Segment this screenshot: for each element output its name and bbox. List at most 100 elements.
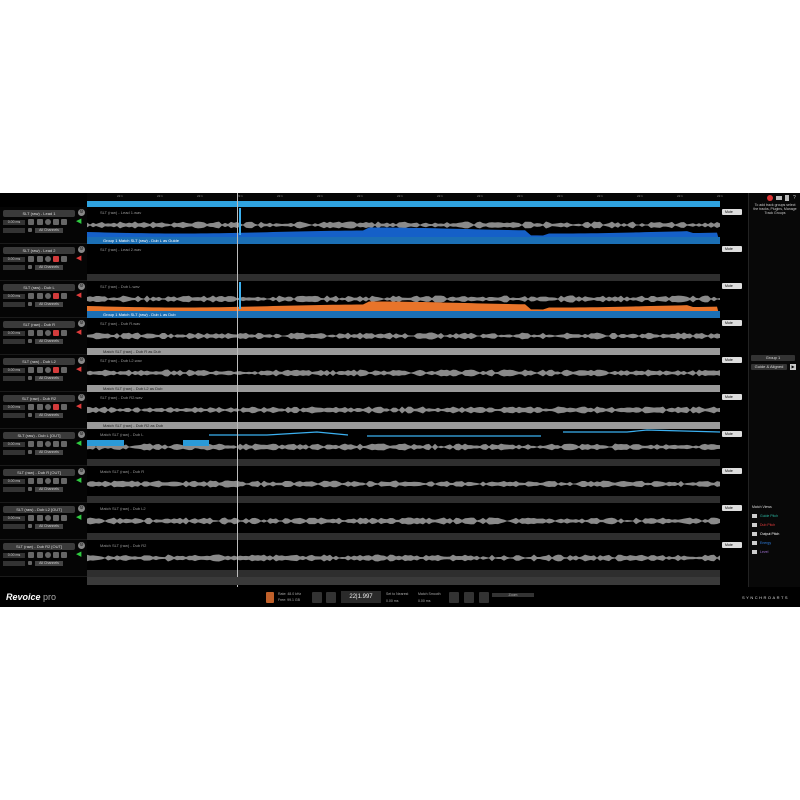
channels-dropdown[interactable]: All Channels (35, 413, 63, 418)
solo-button[interactable] (61, 293, 67, 299)
solo-button[interactable] (61, 404, 67, 410)
track-name[interactable]: SLT (raw) - Dub R2 [OUT] (3, 543, 75, 550)
group-bar[interactable]: Match SLT (raw) - Dub R2 as Dub (87, 422, 720, 429)
channels-dropdown[interactable]: All Channels (35, 339, 63, 344)
input-monitor-button[interactable] (45, 367, 51, 373)
gear-icon[interactable]: ⚙ (78, 357, 85, 364)
group-bar[interactable] (87, 533, 720, 540)
offset-field[interactable]: 0.00 ms (3, 220, 25, 225)
track-number-field[interactable] (3, 302, 25, 307)
checkbox[interactable] (752, 532, 757, 537)
mute-toggle-button[interactable] (53, 219, 59, 225)
group-bar[interactable] (87, 570, 720, 577)
record-button[interactable] (37, 367, 43, 373)
offset-field[interactable]: 0.00 ms (3, 257, 25, 262)
mute-toggle-button[interactable] (53, 478, 59, 484)
gear-icon[interactable]: ⚙ (78, 283, 85, 290)
mute-toggle-button[interactable] (53, 552, 59, 558)
channels-dropdown[interactable]: All Channels (35, 302, 63, 307)
lock-button[interactable] (28, 450, 32, 454)
group-bar[interactable] (87, 496, 720, 503)
solo-button[interactable] (61, 256, 67, 262)
gear-icon[interactable]: ⚙ (78, 431, 85, 438)
track-lane[interactable]: Match SLT (raw) - Dub R2 (87, 540, 720, 577)
track-name[interactable]: SLT (raw) - Dub L [OUT] (3, 432, 75, 439)
match-smooth-option[interactable]: Match Smooth (418, 592, 441, 596)
input-monitor-button[interactable] (45, 404, 51, 410)
input-monitor-button[interactable] (45, 478, 51, 484)
record-button[interactable] (37, 330, 43, 336)
scissors-button[interactable] (464, 592, 474, 603)
solo-button[interactable] (61, 330, 67, 336)
mute-button[interactable]: Mute (722, 394, 742, 400)
track-name[interactable]: SLT (raw) - Dub L2 [OUT] (3, 506, 75, 513)
gear-icon[interactable]: ⚙ (78, 320, 85, 327)
offset-field[interactable]: 0.00 ms (3, 368, 25, 373)
offset-field[interactable]: 0.00 ms (3, 331, 25, 336)
channels-dropdown[interactable]: All Channels (35, 561, 63, 566)
speaker-icon[interactable]: ◀ (76, 477, 82, 484)
timeline-range-bar[interactable] (87, 201, 720, 207)
track-number-field[interactable] (3, 265, 25, 270)
lock-button[interactable] (28, 339, 32, 343)
lock-button[interactable] (28, 265, 32, 269)
mute-toggle-button[interactable] (53, 256, 59, 262)
mute-button[interactable]: Mute (722, 542, 742, 548)
offset-field[interactable]: 0.00 ms (3, 553, 25, 558)
keyboard-icon[interactable] (776, 196, 782, 200)
offset-field[interactable]: 0.00 ms (3, 405, 25, 410)
checkbox[interactable] (752, 550, 757, 555)
record-button[interactable] (37, 256, 43, 262)
mute-toggle-button[interactable] (53, 441, 59, 447)
channels-dropdown[interactable]: All Channels (35, 524, 63, 529)
track-lane[interactable]: Match SLT (raw) - Dub R (87, 466, 720, 503)
track-number-field[interactable] (3, 413, 25, 418)
smooth-value-option[interactable]: 0.00 ms (418, 599, 431, 603)
track-number-field[interactable] (3, 228, 25, 233)
checkbox[interactable] (752, 541, 757, 546)
select-button[interactable] (28, 404, 34, 410)
solo-button[interactable] (61, 478, 67, 484)
track-name[interactable]: SLT (raw) - Lead 2 (3, 247, 75, 254)
select-button[interactable] (28, 441, 34, 447)
speaker-icon[interactable]: ◀ (76, 218, 82, 225)
group-bar[interactable] (87, 274, 720, 281)
group-1-button[interactable]: Group 1 (751, 355, 795, 361)
mute-button[interactable]: Mute (722, 505, 742, 511)
gear-icon[interactable]: ⚙ (78, 468, 85, 475)
record-icon[interactable] (767, 195, 773, 201)
group-bar[interactable]: Match SLT (raw) - Dub R as Dub (87, 348, 720, 355)
group-bar[interactable]: Group 1 Match SLT (raw) - Dub L as Guide (87, 237, 720, 244)
lock-button[interactable] (28, 487, 32, 491)
record-button[interactable] (37, 515, 43, 521)
gear-icon[interactable]: ⚙ (78, 542, 85, 549)
match-view-level[interactable]: Level (752, 550, 768, 555)
track-name[interactable]: SLT (raw) - Dub L2 (3, 358, 75, 365)
lock-button[interactable] (28, 561, 32, 565)
mute-button[interactable]: Mute (722, 209, 742, 215)
track-number-field[interactable] (3, 376, 25, 381)
select-button[interactable] (28, 330, 34, 336)
mute-toggle-button[interactable] (53, 330, 59, 336)
help-icon[interactable]: ? (793, 195, 796, 201)
input-monitor-button[interactable] (45, 219, 51, 225)
select-button[interactable] (28, 367, 34, 373)
track-lane[interactable]: SLT (raw) - Lead 2.wav (87, 244, 720, 281)
record-button[interactable] (37, 441, 43, 447)
channels-dropdown[interactable]: All Channels (35, 487, 63, 492)
track-number-field[interactable] (3, 487, 25, 492)
lock-button[interactable] (28, 228, 32, 232)
track-name[interactable]: SLT (raw) - Dub L (3, 284, 75, 291)
match-view-energy[interactable]: Energy (752, 541, 771, 546)
track-number-field[interactable] (3, 450, 25, 455)
mute-button[interactable]: Mute (722, 468, 742, 474)
record-button[interactable] (37, 219, 43, 225)
input-monitor-button[interactable] (45, 515, 51, 521)
solo-button[interactable] (61, 441, 67, 447)
gear-icon[interactable]: ⚙ (78, 209, 85, 216)
sync-icon[interactable] (266, 592, 274, 603)
